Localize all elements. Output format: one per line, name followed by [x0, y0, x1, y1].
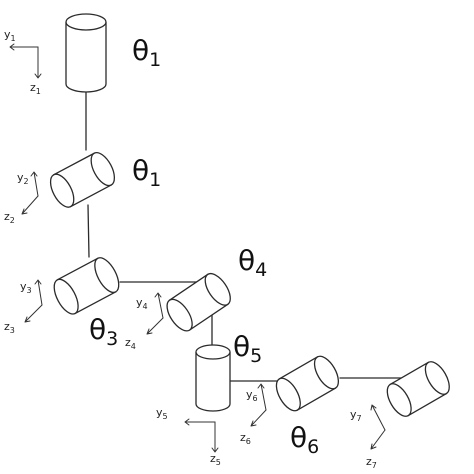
- joint-label-1: θ1: [132, 34, 161, 71]
- joint-label-3: θ3: [89, 313, 118, 350]
- frame-5-y-label: y5: [156, 406, 168, 421]
- joint-label-6: θ6: [290, 421, 319, 458]
- frame-1-z-label: z1: [30, 81, 41, 96]
- frame-1-y-label: y1: [4, 28, 16, 43]
- frame-5-z-label: z5: [210, 452, 221, 467]
- frame-6-y-label: y6: [246, 388, 258, 403]
- joint-1-cylinder: [65, 13, 107, 93]
- link-2-3: [87, 204, 90, 258]
- frame-7-y-label: y7: [350, 408, 362, 423]
- joint-6-cylinder: [275, 355, 340, 412]
- frame-7: y7 z7: [350, 404, 386, 470]
- joint-3-cylinder: [53, 257, 120, 315]
- frame-4: y4 z4: [125, 292, 164, 351]
- frame-3-z-label: z3: [4, 320, 15, 335]
- joint-label-5: θ5: [233, 330, 262, 367]
- frame-3-y-label: y3: [20, 280, 32, 295]
- frame-7-z-label: z7: [366, 455, 377, 470]
- frame-4-z-label: z4: [125, 336, 136, 351]
- joint-2-cylinder: [49, 151, 116, 208]
- frame-2: y2 z2: [4, 171, 39, 225]
- frame-4-y-label: y4: [136, 296, 148, 311]
- joint-5-cylinder: [195, 344, 231, 412]
- frame-2-z-label: z2: [4, 210, 15, 225]
- frame-6-z-label: z6: [240, 431, 251, 446]
- frame-3: y3 z3: [4, 279, 43, 335]
- frame-2-y-label: y2: [17, 171, 29, 186]
- joint-label-4: θ4: [238, 244, 267, 281]
- frame-5: y5 z5: [156, 406, 221, 467]
- frame-1: y1 z1: [4, 28, 42, 96]
- joint-7-cylinder: [386, 361, 450, 417]
- frame-6: y6 z6: [240, 383, 267, 446]
- joint-label-2: θ1: [132, 154, 161, 191]
- joint-4-cylinder: [166, 272, 231, 332]
